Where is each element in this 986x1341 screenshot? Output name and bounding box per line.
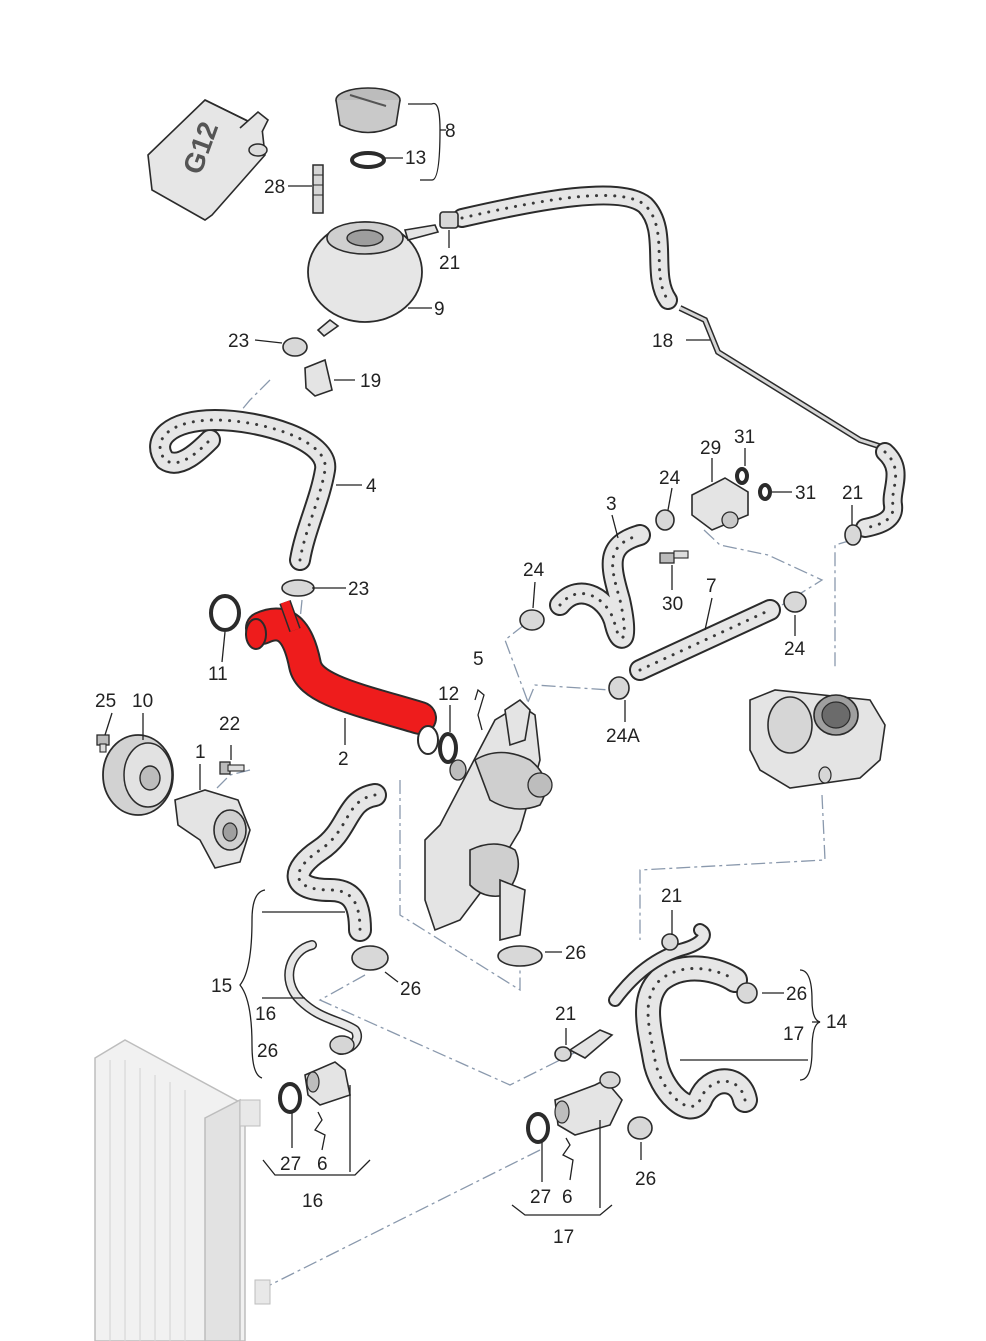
radiator [94, 1039, 271, 1341]
callout-27: 27 [530, 1187, 551, 1208]
callout-30: 30 [662, 594, 683, 615]
callout-6: 6 [562, 1187, 573, 1208]
callout-4: 4 [366, 476, 377, 497]
callout-24: 24 [784, 639, 806, 660]
coolant-flange [424, 698, 553, 942]
hose-16 [284, 940, 363, 1055]
callout-26: 26 [257, 1041, 278, 1062]
callout-22: 22 [219, 714, 240, 735]
callout-1: 1 [195, 742, 206, 763]
reservoir-cap [335, 87, 401, 134]
hose-18 [452, 185, 906, 538]
callout-14: 14 [826, 1012, 848, 1033]
callout-16: 16 [255, 1004, 276, 1025]
bolt-25 [96, 734, 110, 753]
callout-19: 19 [360, 371, 381, 392]
callout-26: 26 [635, 1169, 656, 1190]
callout-10: 10 [132, 691, 153, 712]
callout-2: 2 [338, 749, 349, 770]
callout-26: 26 [786, 984, 807, 1005]
seal-ring-27a [278, 1082, 302, 1114]
callout-17: 17 [553, 1227, 574, 1248]
hose-7 [629, 599, 781, 681]
callout-27: 27 [280, 1154, 301, 1175]
bleeder-valve [312, 164, 324, 214]
callout-16: 16 [302, 1191, 323, 1212]
callout-23: 23 [228, 331, 249, 352]
seal-ring-27b [526, 1112, 550, 1144]
callout-31: 31 [795, 483, 816, 504]
callout-21: 21 [439, 253, 460, 274]
seal-ring-12 [438, 732, 458, 764]
leader-lines [104, 102, 853, 1216]
callout-28: 28 [264, 177, 285, 198]
water-pump [174, 789, 251, 869]
coolant-connector-16 [304, 1035, 355, 1106]
coolant-connector-17 [554, 1071, 623, 1136]
callout-17: 17 [783, 1024, 804, 1045]
bolt-22 [219, 761, 245, 775]
expansion-tank [307, 221, 440, 338]
callout-18: 18 [652, 331, 673, 352]
callout-labels: 8 13 28 21 9 23 18 19 31 29 24 4 31 21 3… [95, 121, 863, 1248]
hose-3 [549, 524, 651, 649]
callout-6: 6 [317, 1154, 328, 1175]
hose-clamps [281, 211, 862, 1140]
callout-24: 24 [659, 468, 681, 489]
callout-24: 24 [523, 560, 545, 581]
callout-8: 8 [445, 121, 456, 142]
connector-29 [691, 477, 749, 531]
retaining-clip [304, 358, 333, 397]
callout-26: 26 [565, 943, 586, 964]
callout-26: 26 [400, 979, 421, 1000]
callout-21: 21 [555, 1004, 576, 1025]
callout-11: 11 [208, 664, 228, 685]
temperature-sensor [568, 1029, 614, 1059]
callout-15: 15 [211, 976, 232, 997]
hose-14 [608, 923, 758, 1120]
callout-5: 5 [473, 649, 484, 670]
seal-ring-11 [209, 594, 241, 632]
throttle-body [749, 689, 886, 789]
callout-3: 3 [606, 494, 617, 515]
hose-15 [286, 783, 387, 942]
seal-ring-31b [758, 483, 772, 501]
coolant-can: G12 [147, 99, 270, 221]
callout-25: 25 [95, 691, 116, 712]
callout-7: 7 [706, 576, 717, 597]
seal-ring-31a [735, 467, 749, 485]
hose-4 [149, 409, 337, 571]
callout-12: 12 [438, 684, 459, 705]
callout-21: 21 [842, 483, 863, 504]
callout-13: 13 [405, 148, 426, 169]
callout-29: 29 [700, 438, 721, 459]
callout-9: 9 [434, 299, 445, 320]
bolt-30 [659, 550, 689, 564]
callout-24A: 24A [606, 726, 640, 747]
hose-2-highlighted [245, 599, 439, 755]
callout-23: 23 [348, 579, 369, 600]
cap-seal-ring [350, 151, 386, 169]
callout-31: 31 [734, 427, 755, 448]
pulley [102, 734, 174, 816]
callout-21: 21 [661, 886, 682, 907]
